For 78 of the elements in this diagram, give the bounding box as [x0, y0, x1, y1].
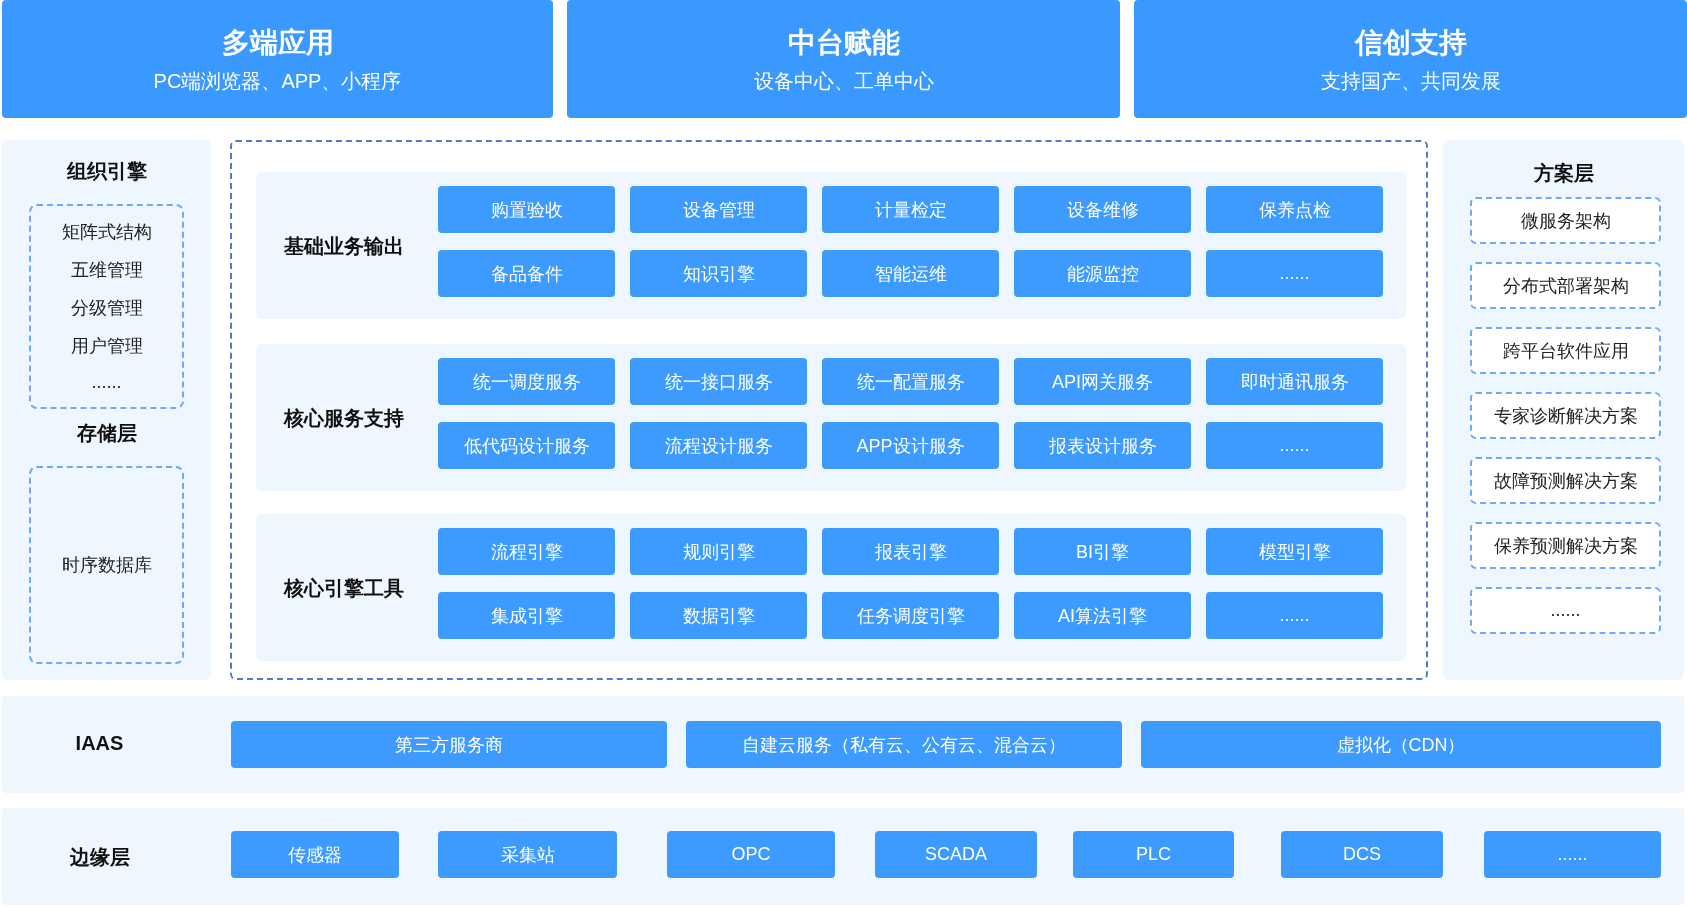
list-item: 矩阵式结构	[61, 221, 152, 244]
list-item: ......	[91, 372, 122, 393]
banner-title: 多端应用	[221, 25, 334, 60]
solution-item: 保养预测解决方案	[1470, 522, 1661, 569]
dashed-frame	[230, 140, 1428, 680]
solution-item: 微服务架构	[1470, 197, 1661, 244]
section-heading: 边缘层	[68, 844, 131, 870]
module-tile: 购置验收	[438, 186, 615, 233]
module-tile: DCS	[1281, 831, 1443, 878]
module-tile: 任务调度引擎	[822, 592, 999, 639]
module-tile: 备品备件	[438, 250, 615, 297]
banner-subtitle: 支持国产、共同发展	[1320, 68, 1501, 94]
module-tile: ......	[1206, 250, 1383, 297]
module-tile: 低代码设计服务	[438, 422, 615, 469]
module-tile: 模型引擎	[1206, 528, 1383, 575]
header-banner	[567, 0, 1120, 118]
solution-item: 专家诊断解决方案	[1470, 392, 1661, 439]
module-tile: 数据引擎	[630, 592, 807, 639]
layer-band	[2, 696, 1684, 793]
section-heading: 组织引擎	[65, 159, 148, 184]
module-tile: AI算法引擎	[1014, 592, 1191, 639]
module-tile: 智能运维	[822, 250, 999, 297]
module-tile: 规则引擎	[630, 528, 807, 575]
module-tile: ......	[1206, 422, 1383, 469]
module-tile: 报表设计服务	[1014, 422, 1191, 469]
layer-band	[2, 808, 1684, 905]
side-panel	[2, 140, 211, 680]
module-tile: API网关服务	[1014, 358, 1191, 405]
module-tile: ......	[1484, 831, 1661, 878]
module-tile: 统一配置服务	[822, 358, 999, 405]
module-tile: 自建云服务（私有云、公有云、混合云）	[686, 721, 1122, 768]
module-tile: 知识引擎	[630, 250, 807, 297]
module-tile: 报表引擎	[822, 528, 999, 575]
section-heading: IAAS	[74, 731, 125, 755]
module-tile: 能源监控	[1014, 250, 1191, 297]
module-tile: 即时通讯服务	[1206, 358, 1383, 405]
module-tile: BI引擎	[1014, 528, 1191, 575]
list-item: 时序数据库	[61, 554, 152, 577]
module-tile: 计量检定	[822, 186, 999, 233]
banner-title: 信创支持	[1354, 25, 1467, 60]
section-panel	[256, 172, 1406, 319]
module-tile: 流程引擎	[438, 528, 615, 575]
header-banner	[1134, 0, 1687, 118]
solution-item: ......	[1470, 587, 1661, 634]
section-heading: 基础业务输出	[284, 233, 404, 259]
section-heading: 方案层	[1532, 161, 1595, 186]
module-tile: APP设计服务	[822, 422, 999, 469]
module-tile: 虚拟化（CDN）	[1141, 721, 1661, 768]
header-banner	[2, 0, 553, 118]
module-tile: 设备维修	[1014, 186, 1191, 233]
module-tile: 流程设计服务	[630, 422, 807, 469]
solution-item: 分布式部署架构	[1470, 262, 1661, 309]
module-tile: 第三方服务商	[231, 721, 667, 768]
list-item: 分级管理	[70, 297, 143, 320]
side-panel	[1443, 140, 1684, 680]
section-heading: 核心引擎工具	[284, 575, 404, 601]
module-tile: 设备管理	[630, 186, 807, 233]
section-heading: 存储层	[75, 421, 138, 446]
module-tile: PLC	[1073, 831, 1234, 878]
banner-title: 中台赋能	[787, 25, 900, 60]
module-tile: 采集站	[438, 831, 617, 878]
solution-item: 跨平台软件应用	[1470, 327, 1661, 374]
module-tile: ......	[1206, 592, 1383, 639]
banner-subtitle: PC端浏览器、APP、小程序	[153, 68, 402, 94]
module-tile: 集成引擎	[438, 592, 615, 639]
module-tile: 统一调度服务	[438, 358, 615, 405]
list-item: 五维管理	[70, 259, 143, 282]
section-heading: 核心服务支持	[284, 405, 404, 431]
module-tile: 传感器	[231, 831, 399, 878]
module-tile: 保养点检	[1206, 186, 1383, 233]
section-panel	[256, 514, 1406, 661]
banner-subtitle: 设备中心、工单中心	[753, 68, 934, 94]
module-tile: SCADA	[875, 831, 1037, 878]
module-tile: 统一接口服务	[630, 358, 807, 405]
list-item: 用户管理	[70, 335, 143, 358]
section-panel	[256, 344, 1406, 491]
solution-item: 故障预测解决方案	[1470, 457, 1661, 504]
module-tile: OPC	[667, 831, 835, 878]
